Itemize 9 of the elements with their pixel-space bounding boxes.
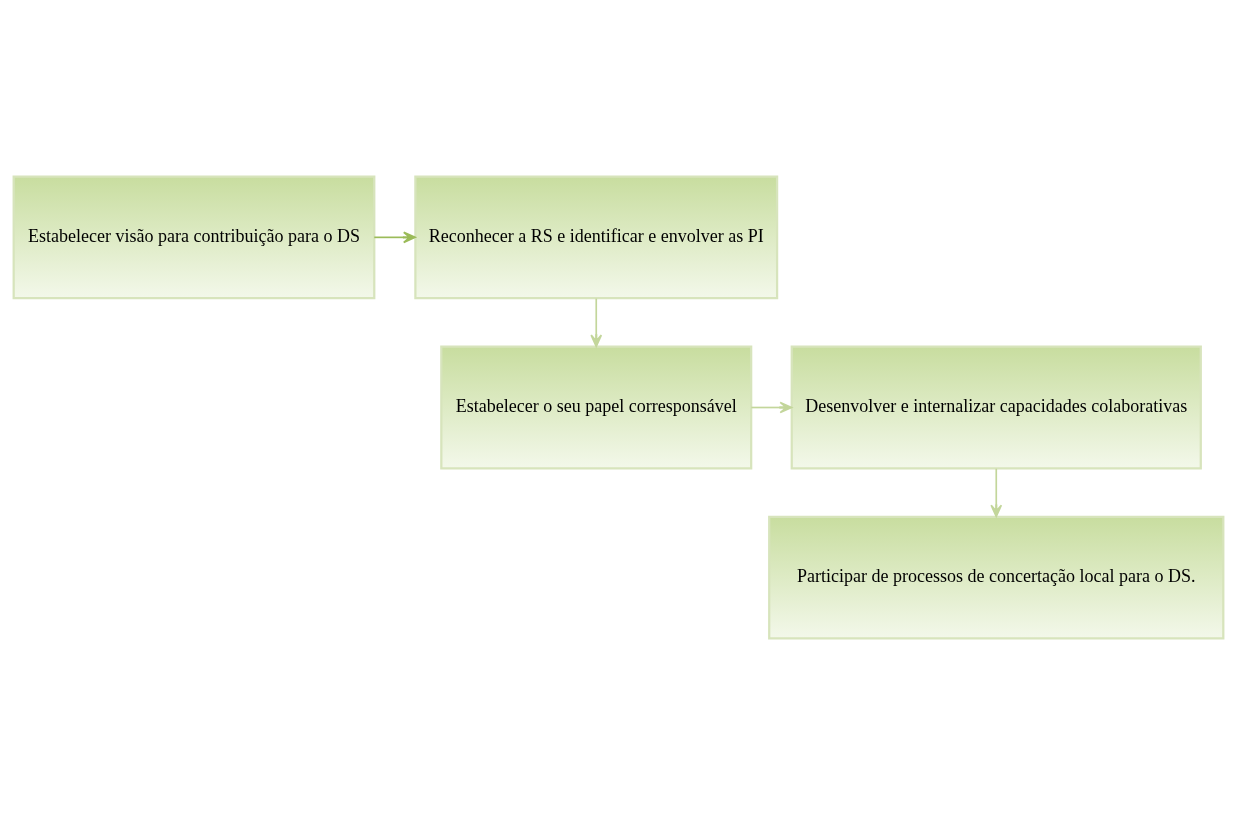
arrow [590,297,603,348]
arrow [990,467,1003,518]
arrow [373,231,416,244]
node-box: Participar de processos de concertação local para o DS. [768,515,1225,640]
node-box: Desenvolver e internalizar capacidades colaborativas [790,345,1202,470]
node-box: Estabelecer visão para contribuição para o DS [12,175,376,300]
node-box: Reconhecer a RS e identificar e envolver as PI [414,175,779,300]
arrow [750,401,793,414]
node-box: Estabelecer o seu papel corresponsável [440,345,753,470]
